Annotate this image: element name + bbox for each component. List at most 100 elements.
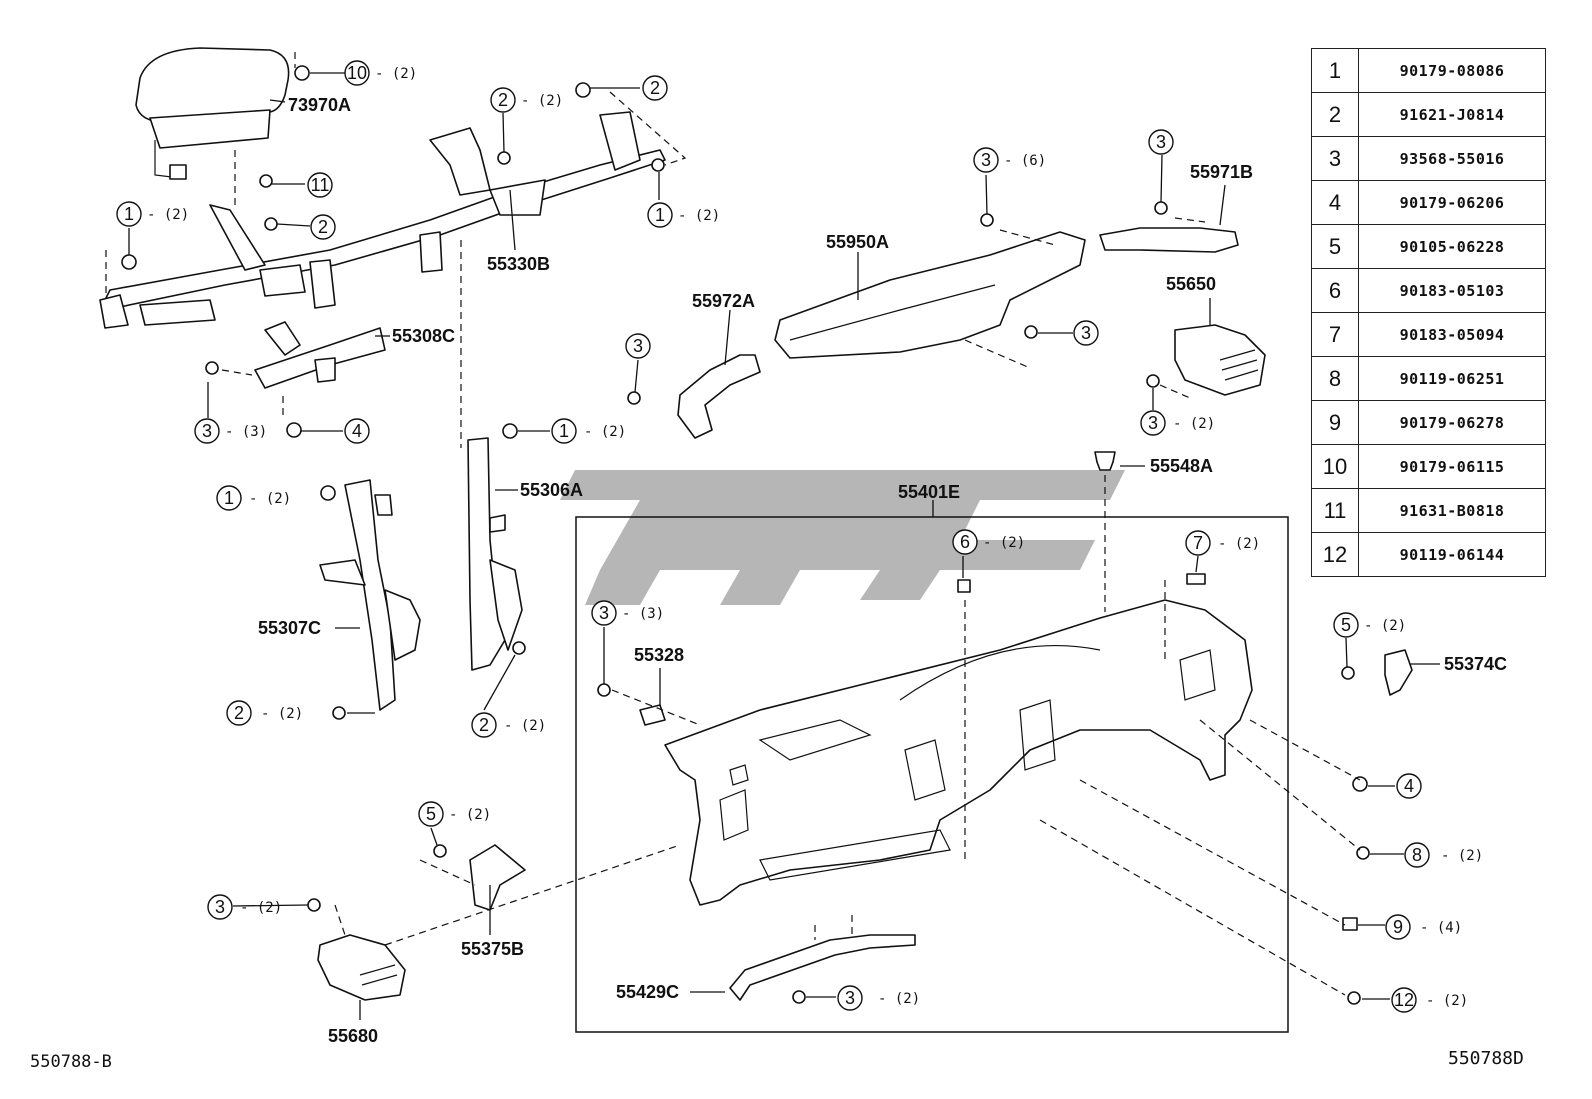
reinforcement-part (99, 111, 666, 329)
label-reinforcement: 55330B (487, 254, 550, 274)
legend-part-number: 90105-06228 (1358, 224, 1546, 269)
label-panel: 55401E (898, 482, 960, 502)
label-bracket-right: 55374C (1444, 654, 1507, 674)
callout: 3 - (2) (837, 985, 920, 1011)
legend-callout-number: 2 (1311, 92, 1359, 137)
label-leaders (128, 72, 1440, 1020)
callout-number: 3 (845, 988, 855, 1008)
callout-number: 12 (1394, 990, 1414, 1010)
callout-qty: - (2) (261, 706, 303, 722)
legend-callout-number: 7 (1311, 312, 1359, 357)
label-retainer: 55548A (1150, 456, 1213, 476)
callout: 2 - (2) (226, 700, 303, 726)
label-brace-upper: 55308C (392, 326, 455, 346)
callout-number: 1 (124, 204, 134, 224)
callout-qty: - (2) (678, 208, 720, 224)
assembly-lines (105, 52, 1361, 996)
callout-qty: - (2) (584, 424, 626, 440)
callout: 2 (310, 214, 336, 240)
callout-qty: - (2) (1173, 416, 1215, 432)
callout: 1 - (2) (216, 485, 291, 511)
callout-qty: - (2) (147, 207, 189, 223)
callout: 4 (344, 418, 370, 444)
footer-right-code: 550788D (1448, 1048, 1524, 1069)
legend-part-number: 90179-06206 (1358, 180, 1546, 225)
callout-number: 2 (318, 217, 328, 237)
legend-part-number: 90119-06144 (1358, 532, 1546, 577)
callout-number: 2 (650, 78, 660, 98)
legend-part-number: 93568-55016 (1358, 136, 1546, 181)
callout: 6 - (2) (952, 529, 1025, 555)
vent-right-part (1174, 324, 1266, 396)
callout: 5 - (2) (418, 801, 491, 827)
callout: 9 - (4) (1385, 914, 1462, 940)
callout: 3- (6) (973, 147, 1046, 173)
callout-number: 3 (202, 421, 212, 441)
callout-number: 9 (1393, 917, 1403, 937)
callout: 8 - (2) (1404, 842, 1483, 868)
callout-number: 3 (1148, 413, 1158, 433)
callout-qty: - (3) (622, 606, 664, 622)
callout-number: 3 (981, 150, 991, 170)
bracket-right-part (1384, 649, 1413, 696)
callout-number: 8 (1412, 845, 1422, 865)
legend-callout-number: 9 (1311, 400, 1359, 445)
duct-side-part (677, 354, 761, 439)
legend-part-number: 90179-06278 (1358, 400, 1546, 445)
callout-qty: - (2) (1441, 848, 1483, 864)
label-vent-left: 55680 (328, 1026, 378, 1046)
brace-upper-part (254, 321, 386, 389)
legend-callout-number: 5 (1311, 224, 1359, 269)
airbag-part (135, 47, 290, 180)
callout: 4 (1396, 773, 1422, 799)
callout-number: 3 (1156, 132, 1166, 152)
legend-callout-number: 12 (1311, 532, 1359, 577)
brace-right-part (467, 437, 523, 671)
label-brace-left: 55307C (258, 618, 321, 638)
callout: 12 - (2) (1391, 987, 1468, 1013)
callout-number: 6 (960, 532, 970, 552)
callout-number: 4 (1404, 776, 1414, 796)
watermark (560, 470, 1125, 605)
callout: 3 (625, 333, 651, 359)
callout-number: 11 (311, 175, 330, 195)
callout-number: 3 (215, 897, 225, 917)
callout-number: 5 (426, 804, 436, 824)
part-labels: 73970A 55330B 55308C 55306A 55307C 55950… (258, 95, 1507, 1046)
callout-qty: - (4) (1420, 920, 1462, 936)
callout: 3 (1073, 320, 1099, 346)
callout: 7 - (2) (1185, 530, 1260, 556)
legend-part-number: 90179-06115 (1358, 444, 1546, 489)
callout-qty: - (2) (983, 535, 1025, 551)
callout-qty: - (2) (375, 66, 417, 82)
vent-left-part (317, 934, 406, 1001)
callout-qty: - (2) (449, 807, 491, 823)
callout-qty: - (2) (1218, 536, 1260, 552)
callout-number: 2 (498, 90, 508, 110)
callout-number: 2 (234, 703, 244, 723)
bracket-lower-part (469, 844, 526, 911)
callout-qty: - (2) (249, 491, 291, 507)
duct-center-part (774, 231, 1086, 359)
callout-qty: - (2) (240, 900, 282, 916)
callout: 2- (2) (471, 712, 546, 738)
legend-part-number: 90183-05094 (1358, 312, 1546, 357)
callout-number: 7 (1193, 533, 1203, 553)
callout-number: 1 (224, 488, 234, 508)
legend-callout-number: 6 (1311, 268, 1359, 313)
callout-number: 5 (1341, 615, 1351, 635)
callout: 11 (307, 172, 333, 198)
brace-bottom-part (729, 934, 916, 1001)
footer-left-code: 550788-B (30, 1052, 112, 1072)
callout-qty: - (2) (504, 718, 546, 734)
legend-callout-number: 8 (1311, 356, 1359, 401)
fastener-set (121, 65, 1370, 1005)
callouts: 10- (2) 2- (2) 2 11 1- (2) 2 1- (2) 3- (… (116, 60, 1483, 1013)
callout-qty: - (2) (878, 991, 920, 1007)
callout-qty: - (2) (1426, 993, 1468, 1009)
